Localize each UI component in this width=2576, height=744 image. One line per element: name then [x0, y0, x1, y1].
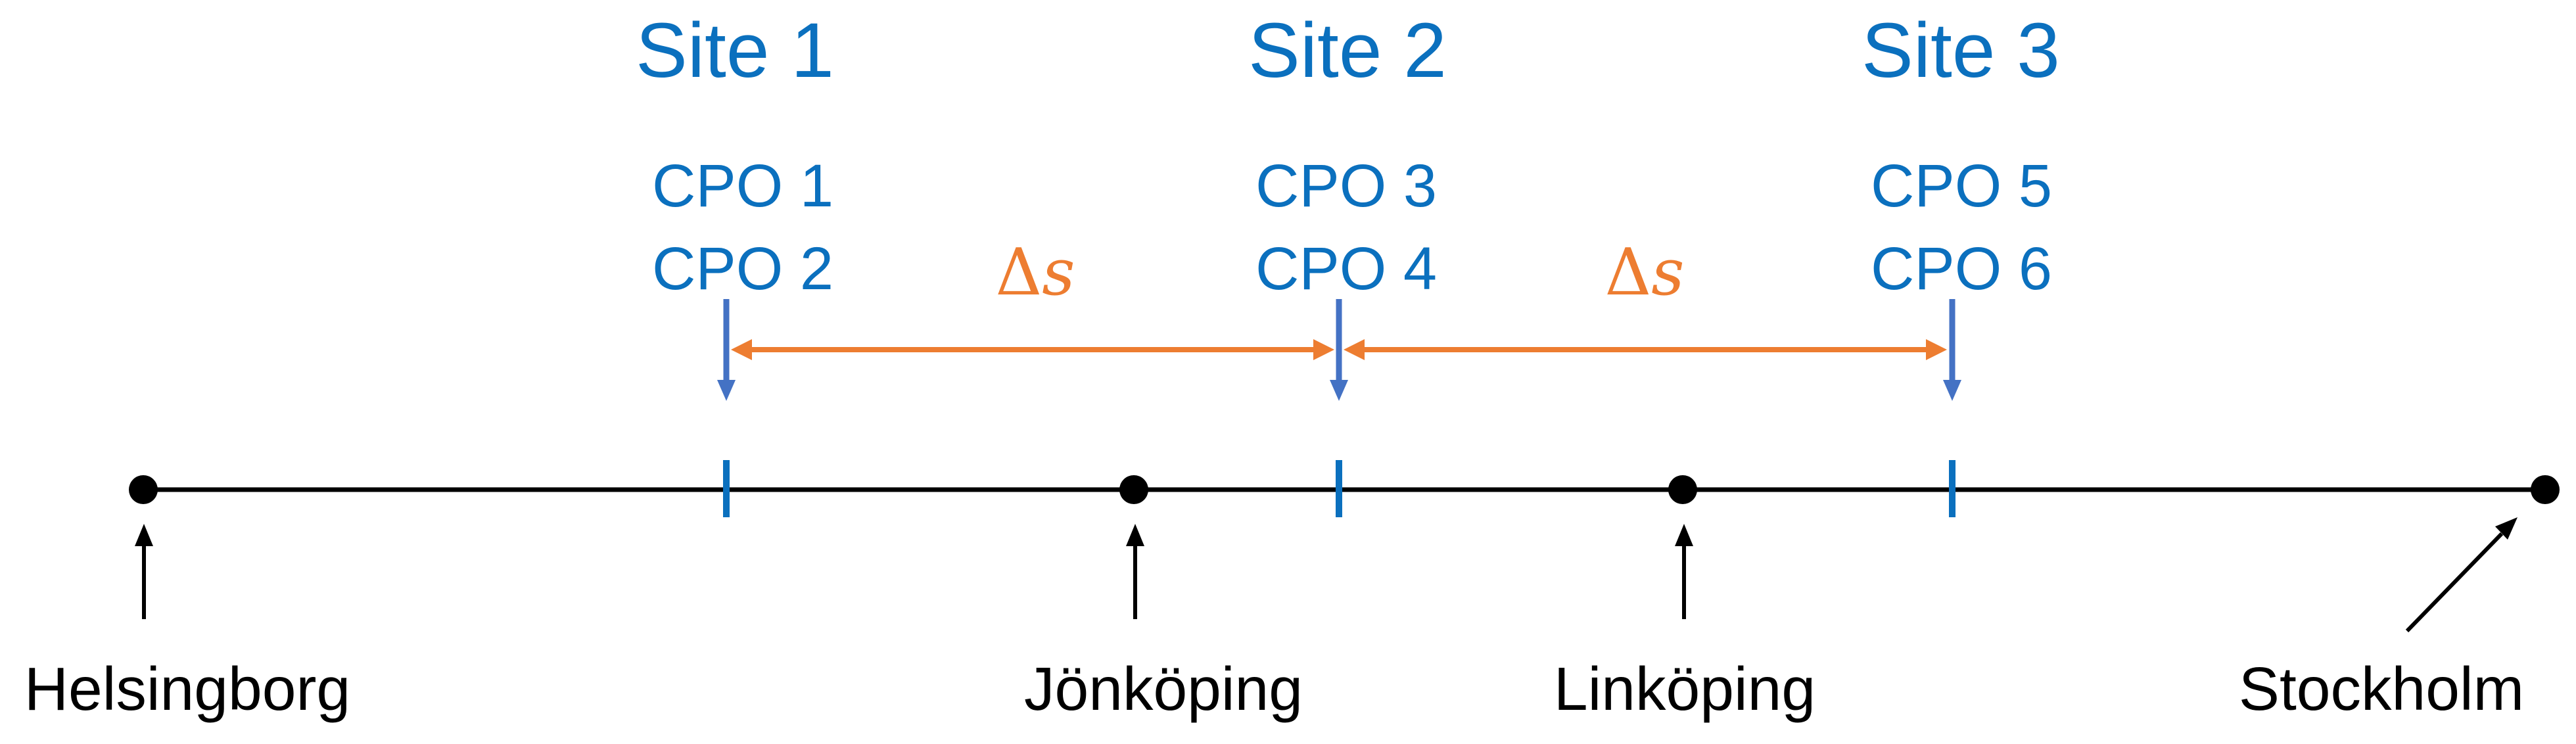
spacing-label-2-delta: Δ — [1604, 235, 1652, 310]
cpo-label-1: CPO 1 — [651, 152, 834, 220]
cpo-block-site-2: CPO 3 CPO 4 — [1255, 145, 1437, 310]
city-arrow-helsingborg-head — [135, 524, 153, 546]
site-down-arrow-1-head — [717, 380, 736, 401]
spacing-label-1-delta: Δ — [995, 235, 1042, 310]
city-dot-jonkoping — [1119, 475, 1148, 504]
spacing-label-1: Δs — [995, 237, 1075, 309]
city-dot-stockholm — [2531, 475, 2560, 504]
city-dot-helsingborg — [129, 475, 158, 504]
site-down-arrow-3-head — [1943, 380, 1961, 401]
cpo-label-6: CPO 6 — [1870, 235, 2053, 302]
city-label-stockholm: Stockholm — [2238, 655, 2525, 723]
spacing-label-1-s: s — [1042, 235, 1075, 310]
spacing-arrow-2-right-head — [1926, 339, 1947, 360]
site-title-3: Site 3 — [1862, 7, 2060, 94]
site-down-arrow-1 — [717, 299, 736, 401]
spacing-arrow-1-left-head — [731, 339, 752, 360]
spacing-arrow-1-right-head — [1313, 339, 1334, 360]
city-arrow-stockholm-shaft — [2405, 532, 2504, 633]
cpo-block-site-3: CPO 5 CPO 6 — [1871, 145, 2052, 310]
cpo-block-site-1: CPO 1 CPO 2 — [652, 145, 833, 310]
spacing-arrow-2 — [1344, 339, 1947, 360]
site-down-arrow-2-head — [1330, 380, 1348, 401]
city-label-linkoping: Linköping — [1553, 655, 1816, 723]
spacing-arrow-2-left-head — [1344, 339, 1365, 360]
site-title-2: Site 2 — [1248, 7, 1447, 94]
cpo-label-3: CPO 3 — [1255, 152, 1438, 220]
city-arrow-linkoping-head — [1675, 524, 1693, 546]
city-dot-linkoping — [1668, 475, 1697, 504]
cpo-label-4: CPO 4 — [1255, 235, 1438, 302]
site-down-arrow-3 — [1943, 299, 1961, 401]
site-down-arrow-2 — [1330, 299, 1348, 401]
cpo-label-5: CPO 5 — [1870, 152, 2053, 220]
city-label-jonkoping: Jönköping — [1024, 655, 1303, 723]
spacing-label-2: Δs — [1604, 237, 1684, 309]
city-arrow-stockholm-head — [2495, 517, 2517, 540]
city-label-helsingborg: Helsingborg — [24, 655, 351, 723]
city-arrow-stockholm — [2405, 517, 2517, 633]
city-arrow-linkoping — [1675, 524, 1693, 619]
site-title-1: Site 1 — [636, 7, 834, 94]
cpo-label-2: CPO 2 — [651, 235, 834, 302]
spacing-arrow-1 — [731, 339, 1334, 360]
city-arrow-helsingborg — [135, 524, 153, 619]
spacing-label-2-s: s — [1651, 235, 1685, 310]
city-arrow-jonkoping-head — [1126, 524, 1144, 546]
city-arrow-jonkoping — [1126, 524, 1144, 619]
